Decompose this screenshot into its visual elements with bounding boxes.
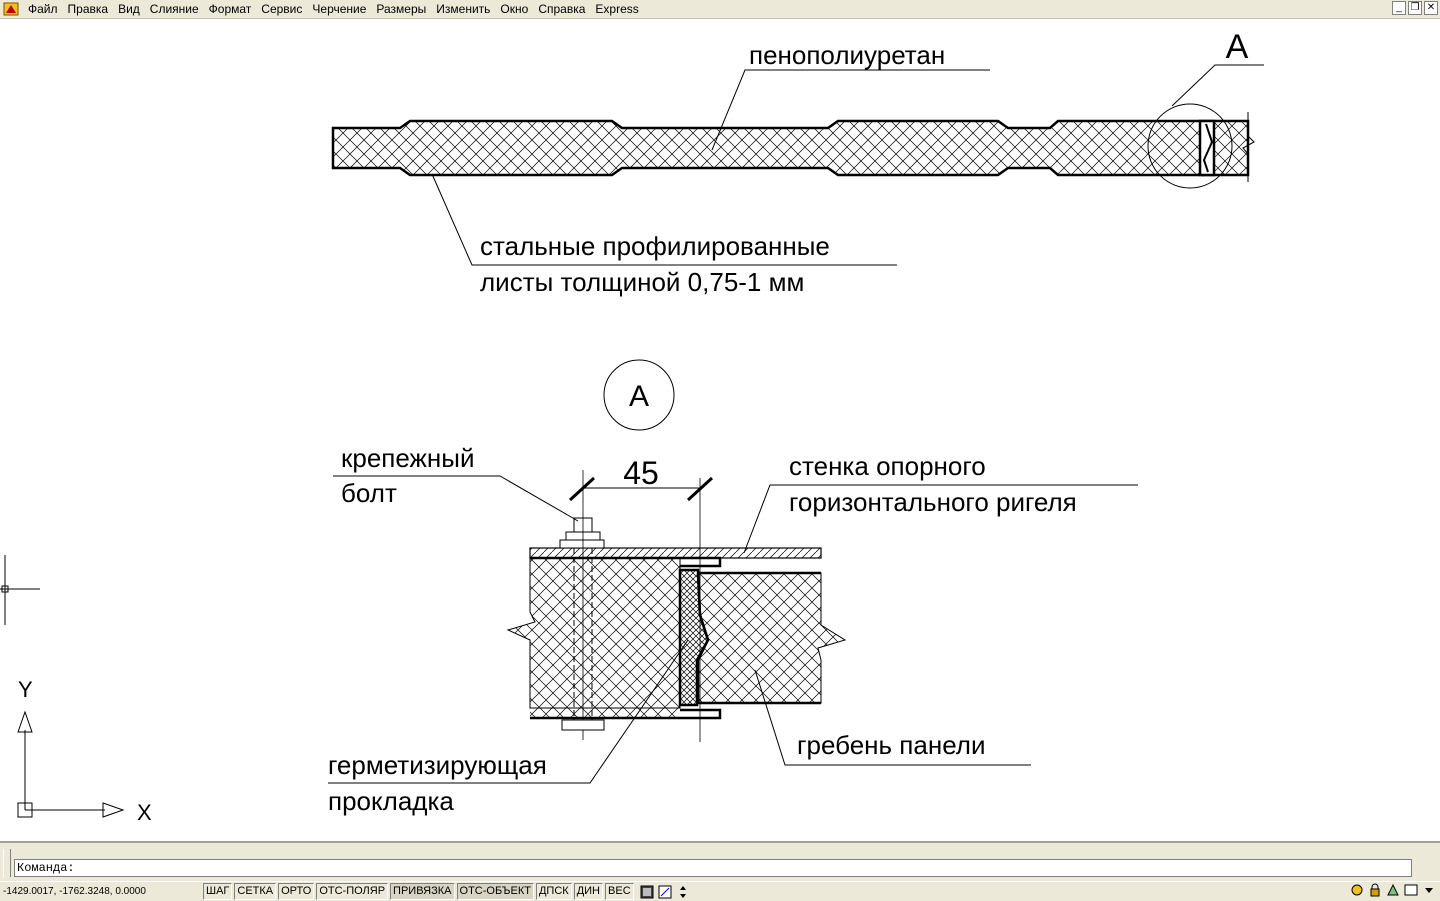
leader-bolt [333,475,579,522]
menu-help[interactable]: Справка [538,2,586,16]
cleanscreen-icon[interactable] [1404,883,1418,897]
status-bar: -1429.0017, -1762.3248, 0.0000 ШАГ СЕТКА… [0,881,1440,901]
menu-merge[interactable]: Слияние [149,2,199,16]
label-bolt-line1: крепежный [341,443,475,473]
label-ridge: гребень панели [797,730,986,760]
drawing-canvas[interactable]: А пенополиуретан стальные профилированны… [0,19,1440,841]
menu-file[interactable]: Файл [28,2,58,16]
label-wall-line2: горизонтального ригеля [789,487,1077,517]
menu-draw[interactable]: Черчение [312,2,367,16]
command-line-input[interactable]: Команда: [14,859,1412,877]
menu-window[interactable]: Окно [500,2,529,16]
leader-foam [711,69,990,151]
detail-callout-a: А [1226,28,1249,66]
command-area: Команда: [0,841,1440,881]
toggle-ducs[interactable]: ДПСК [535,883,572,900]
menu-modify[interactable]: Изменить [436,2,491,16]
menu-tools[interactable]: Сервис [261,2,303,16]
detail-circle-a [1147,103,1233,189]
command-grip[interactable] [3,849,11,877]
menu-dimension[interactable]: Размеры [376,2,427,16]
menu-express[interactable]: Express [595,2,639,16]
bolt-washer-2 [559,539,605,549]
leader-sheets [431,173,897,266]
label-sheets-line2: листы толщиной 0,75-1 мм [480,267,804,297]
detail-marker-a: А [629,380,649,413]
leader-wall [743,484,1138,554]
panel-body [331,119,1250,177]
restore-button[interactable]: ❐ [1408,1,1422,15]
layout-icon[interactable] [658,885,672,899]
menu-format[interactable]: Формат [208,2,252,16]
annotation-icon[interactable] [1386,883,1400,897]
close-button[interactable]: ✕ [1424,1,1438,15]
lock-icon[interactable] [1368,883,1382,897]
toggle-grid[interactable]: СЕТКА [234,883,277,900]
coordinate-readout: -1429.0017, -1762.3248, 0.0000 [3,886,146,897]
menu-arrow-icon[interactable] [1422,883,1436,897]
label-bolt-line2: болт [341,478,397,508]
leader-detail-a [1171,64,1264,107]
toggle-otrack[interactable]: ОТС-ОБЪЕКТ [456,883,534,900]
window-controls: _ ❐ ✕ [1392,1,1438,15]
drawing-svg: А пенополиуретан стальные профилированны… [0,28,1264,825]
menu-view[interactable]: Вид [118,2,140,16]
menu-bar: Файл Правка Вид Слияние Формат Сервис Че… [0,0,1440,19]
toggle-osnap[interactable]: ПРИВЯЗКА [390,883,455,900]
bolt-nut [561,719,605,731]
ucs-icon: Y X [17,677,152,825]
label-sheets-line1: стальные профилированные [480,231,830,261]
ucs-y-label: Y [18,677,33,702]
leader-seal [328,639,689,784]
label-seal-line1: герметизирующая [328,750,547,780]
menu-edit[interactable]: Правка [67,2,109,16]
label-wall-line1: стенка опорного [789,451,986,481]
model-space-icon[interactable] [640,885,654,899]
crosshair-cursor [0,555,40,625]
communication-center-icon[interactable] [1350,883,1364,897]
ucs-x-label: X [137,800,152,825]
autocad-app-icon[interactable] [3,1,19,17]
label-seal-line2: прокладка [328,786,454,816]
left-panel [506,557,681,709]
label-foam: пенополиуретан [749,40,945,70]
toggle-snap[interactable]: ШАГ [203,883,233,900]
leader-ridge [754,669,1031,766]
dimension-45: 45 [568,455,714,742]
toggle-lineweight[interactable]: ВЕС [605,883,634,900]
toggle-ortho[interactable]: ОРТО [278,883,315,900]
detail-marker-circle [603,359,675,431]
minimize-button[interactable]: _ [1392,1,1406,15]
detail-a: А 45 крепежный [328,359,1138,816]
right-panel [697,572,847,704]
dimension-value: 45 [623,455,659,491]
toggle-dyn[interactable]: ДИН [573,883,604,900]
panel-section: А пенополиуретан стальные профилированны… [331,28,1264,297]
toggle-polar[interactable]: ОТС-ПОЛЯР [316,883,389,900]
break-line-right [1242,112,1255,182]
scroll-arrows-icon[interactable] [676,885,690,899]
status-tray [1346,883,1436,897]
